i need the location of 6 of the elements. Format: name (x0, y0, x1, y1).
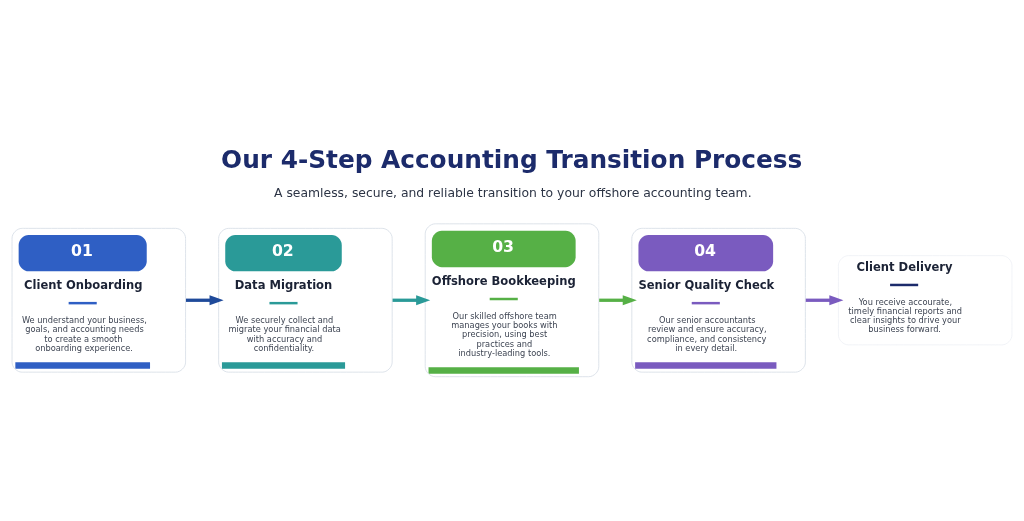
arrow (805, 294, 844, 305)
diagram-title: Our 4-Step Accounting Transition Process (221, 144, 803, 174)
label: A seamless, secure, and reliable transition to your offshore accounting team. (274, 184, 752, 200)
arrow (392, 294, 431, 305)
arrow (599, 294, 637, 305)
arrow (185, 294, 224, 305)
